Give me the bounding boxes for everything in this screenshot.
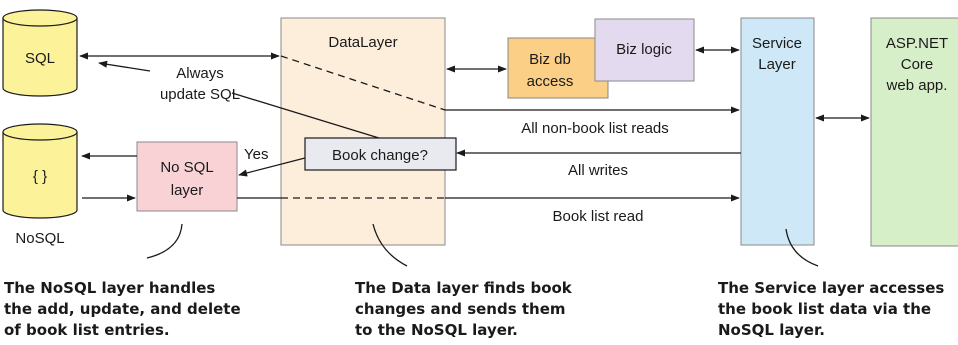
nosql-layer-line2: layer [171, 182, 204, 199]
note-service-line1: The Service layer accesses [718, 279, 944, 297]
nosql-cylinder-body [2, 131, 78, 219]
service-layer-line2: Layer [758, 56, 796, 73]
book-change-label: Book change? [332, 147, 428, 164]
note-nosql-line2: the add, update, and delete [4, 300, 241, 318]
data-layer-dashed-nonbook [280, 55, 446, 111]
data-layer-title: DataLayer [328, 34, 397, 51]
data-layer-box [280, 17, 446, 246]
sql-label: SQL [25, 50, 55, 67]
aspnet-line1: ASP.NET [886, 35, 948, 52]
arrow-yes [238, 157, 306, 177]
note-service-line2: the book list data via the [718, 300, 931, 318]
non-book-reads-label: All non-book list reads [521, 120, 669, 137]
biz-db-access-line2: access [527, 73, 574, 90]
note-nosql-line3: of book list entries. [4, 321, 170, 339]
aspnet-line3: web app. [886, 77, 948, 94]
note-datalayer-line1: The Data layer finds book [355, 279, 573, 297]
biz-logic-label: Biz logic [616, 41, 672, 58]
callout-curve-nosql [146, 223, 183, 259]
line-update-sql-to-bookchange [231, 92, 393, 143]
book-list-read-label: Book list read [553, 208, 644, 225]
nosql-layer-box [136, 141, 238, 212]
book-change-box [304, 137, 457, 171]
sql-database: SQL [2, 9, 78, 97]
nosql-database: { } NoSQL [2, 123, 78, 247]
service-layer-box [740, 17, 815, 246]
nosql-symbol: { } [33, 168, 47, 185]
biz-db-access-box [507, 37, 609, 99]
aspnet-app-box [870, 17, 958, 247]
aspnet-line2: Core [901, 56, 934, 73]
all-writes-label: All writes [568, 162, 628, 179]
service-layer-line1: Service [752, 35, 802, 52]
arrow-always-update-sql [98, 60, 151, 72]
callout-curve-datalayer [372, 223, 408, 267]
note-service-line3: NoSQL layer. [718, 321, 825, 339]
always-label-line1: Always [176, 65, 224, 82]
yes-label: Yes [244, 146, 268, 163]
note-datalayer-line2: changes and sends them [355, 300, 566, 318]
biz-logic-box [594, 18, 695, 82]
always-label-line2: update SQL [160, 86, 240, 103]
nosql-cylinder-top [2, 123, 78, 141]
sql-cylinder-top [2, 9, 78, 27]
note-nosql-line1: The NoSQL layer handles [4, 279, 215, 297]
biz-db-access-line1: Biz db [529, 51, 571, 68]
sql-cylinder-body [2, 17, 78, 97]
callout-curve-service [785, 228, 819, 267]
note-datalayer-line3: to the NoSQL layer. [355, 321, 518, 339]
nosql-caption: NoSQL [15, 230, 64, 247]
nosql-layer-line1: No SQL [160, 159, 213, 176]
